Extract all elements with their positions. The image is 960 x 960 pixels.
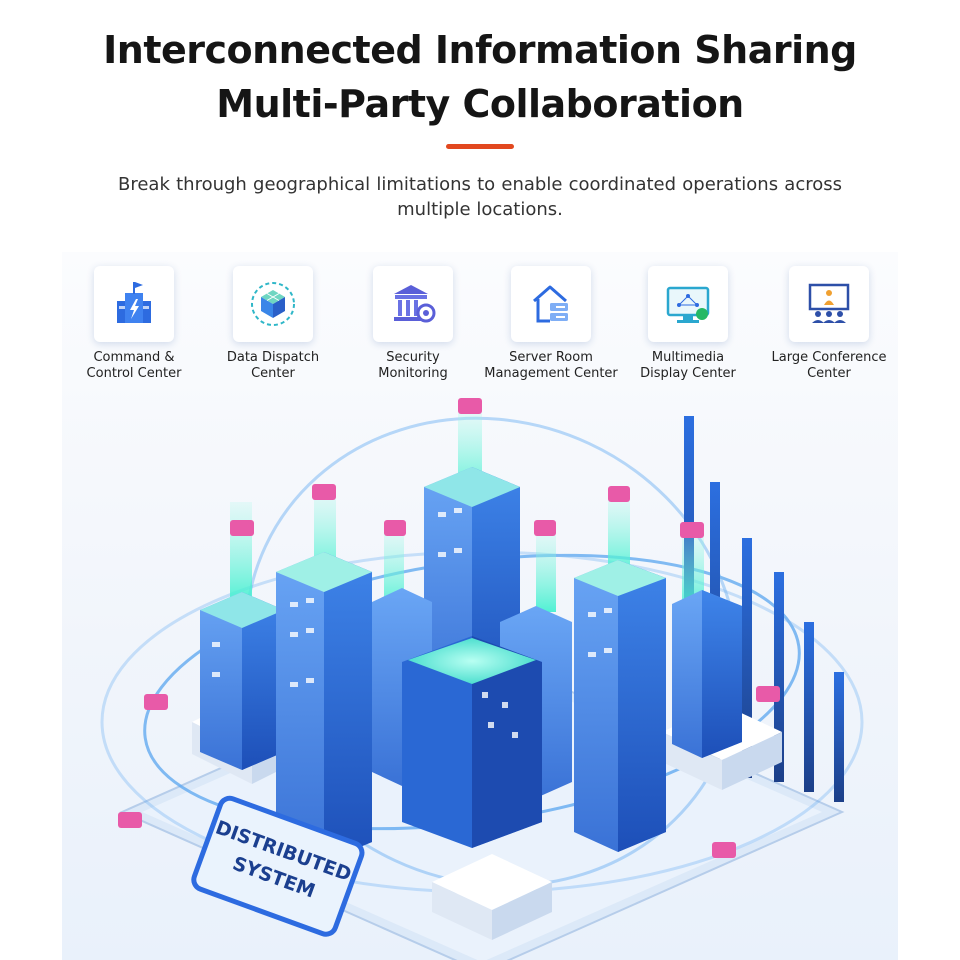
- display-screen-icon: [648, 266, 728, 342]
- feature-label: Command & Control Center: [86, 350, 182, 381]
- node-icon: [312, 484, 336, 500]
- buildings: [200, 467, 742, 862]
- node-icon: [118, 812, 142, 828]
- page-subtitle: Break through geographical limitations t…: [118, 174, 842, 220]
- feature-security-monitoring: Security Monitoring: [338, 266, 488, 382]
- node-icon: [608, 486, 630, 502]
- node-icon: [230, 520, 254, 536]
- data-cube-icon: [233, 266, 313, 342]
- feature-label: Data Dispatch Center: [226, 350, 320, 381]
- feature-command-control: Command & Control Center: [59, 266, 209, 382]
- security-camera-icon: [373, 266, 453, 342]
- network-nodes: [118, 398, 780, 858]
- command-building-icon: [94, 266, 174, 342]
- node-icon: [756, 686, 780, 702]
- node-icon: [534, 520, 556, 536]
- node-icon: [458, 398, 482, 414]
- feature-label: Server Room Management Center: [484, 350, 618, 381]
- server-house-icon: [511, 266, 591, 342]
- feature-label: Security Monitoring: [378, 350, 448, 381]
- feature-list: Command & Control Center Data Dispatch C…: [0, 266, 960, 396]
- feature-data-dispatch: Data Dispatch Center: [198, 266, 348, 382]
- conference-icon: [789, 266, 869, 342]
- feature-large-conference: Large Conference Center: [754, 266, 904, 382]
- page-title-line1: Interconnected Information Sharing: [103, 28, 857, 72]
- building-windows: [212, 508, 612, 738]
- node-icon: [712, 842, 736, 858]
- feature-multimedia-display: Multimedia Display Center: [613, 266, 763, 382]
- node-icon: [144, 694, 168, 710]
- feature-label: Large Conference Center: [771, 350, 887, 381]
- distributed-system-sign: DISTRIBUTED SYSTEM: [191, 795, 365, 937]
- page-title-line2: Multi-Party Collaboration: [216, 82, 744, 126]
- feature-server-room: Server Room Management Center: [476, 266, 626, 382]
- node-icon: [384, 520, 406, 536]
- distributed-city-illustration: DISTRIBUTED SYSTEM: [100, 398, 864, 960]
- feature-label: Multimedia Display Center: [640, 350, 736, 381]
- node-icon: [680, 522, 704, 538]
- title-accent-bar: [446, 144, 514, 149]
